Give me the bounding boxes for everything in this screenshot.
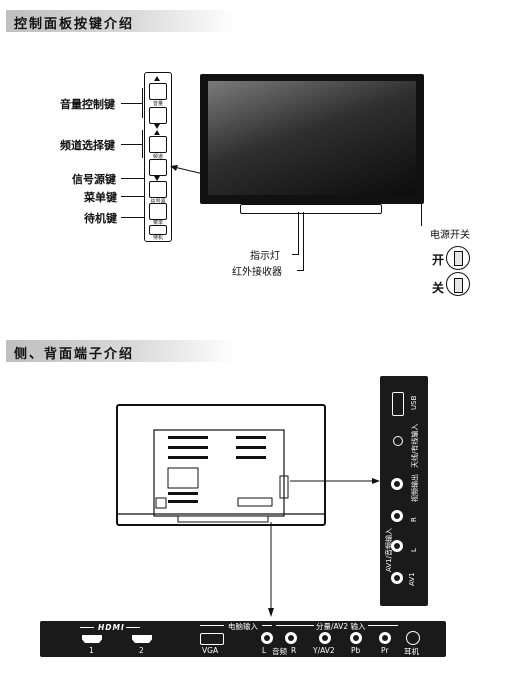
volume-key-text: 音量 — [152, 101, 163, 107]
leader-line — [121, 196, 144, 197]
audio-label: 音频 — [272, 647, 287, 656]
bracket-line — [142, 130, 143, 158]
control-panel: 音量 频道 信号源 菜单 待机 — [144, 72, 172, 242]
power-switch-off[interactable] — [446, 272, 470, 296]
pointer-arrow-icon — [290, 478, 380, 484]
menu-key-text: 菜单 — [152, 220, 163, 226]
audio-l-port[interactable] — [391, 540, 403, 552]
audio-r-label: R — [291, 646, 297, 655]
leader-line — [121, 217, 144, 218]
divider — [80, 627, 94, 628]
tv-stand — [240, 204, 382, 214]
hdmi2-port[interactable] — [132, 635, 152, 643]
leader-line — [303, 212, 304, 270]
section-header-ports: 侧、背面端子介绍 — [6, 340, 236, 362]
component-audio-l-port[interactable] — [261, 632, 273, 644]
tv-back-drawing — [118, 429, 324, 523]
divider — [262, 625, 272, 626]
channel-key-text: 频道 — [152, 154, 163, 160]
pc-input-label: 电脑输入 — [228, 622, 258, 631]
pb-label: Pb — [351, 646, 361, 655]
component-pr-port[interactable] — [379, 632, 391, 644]
leader-line — [121, 103, 143, 104]
arrow-down-icon — [154, 176, 160, 181]
standby-button[interactable] — [149, 225, 167, 235]
audio-r-port[interactable] — [391, 510, 403, 522]
arrow-down-icon — [154, 124, 160, 129]
section-title: 侧、背面端子介绍 — [14, 347, 135, 362]
video-out-label: 视频输出 — [411, 474, 419, 502]
usb-port[interactable] — [392, 392, 404, 416]
audio-l-label: L — [262, 646, 267, 655]
hdmi1-label: 1 — [89, 646, 94, 655]
av1-label: AV1 — [408, 572, 416, 586]
pointer-arrow-icon — [268, 522, 274, 617]
component-pb-port[interactable] — [350, 632, 362, 644]
av1-audio-label: AV1/音频输入 — [385, 528, 393, 572]
power-switch-on[interactable] — [446, 246, 470, 270]
divider — [276, 625, 314, 626]
arrow-up-icon — [154, 76, 160, 81]
yav2-label: Y/AV2 — [313, 646, 335, 655]
switch-off-label: 关 — [432, 281, 445, 295]
channel-down-button[interactable] — [149, 159, 167, 176]
leader-line — [297, 270, 304, 271]
vga-label: VGA — [202, 646, 219, 655]
channel-up-button[interactable] — [149, 136, 167, 153]
power-switch-label: 电源开关 — [430, 230, 470, 241]
pr-label: Pr — [381, 646, 389, 655]
switch-on-label: 开 — [432, 253, 445, 267]
hdmi2-label: 2 — [139, 646, 144, 655]
divider — [200, 625, 224, 626]
earphone-label: 耳机 — [404, 647, 419, 656]
section-title: 控制面板按键介绍 — [14, 17, 135, 32]
standby-key-text: 待机 — [152, 235, 163, 241]
component-input-label: 分量/AV2 输入 — [316, 622, 366, 631]
vga-port[interactable] — [200, 633, 224, 645]
divider — [368, 625, 398, 626]
source-key-label: 信号源键 — [72, 173, 116, 186]
menu-button[interactable] — [149, 203, 167, 220]
tv-back — [116, 404, 326, 526]
bottom-port-panel: HDMI 1 2 电脑输入 VGA 分量/AV2 输入 L 音频 R Y/AV2… — [40, 621, 446, 657]
component-y-port[interactable] — [319, 632, 331, 644]
arrow-up-icon — [154, 130, 160, 135]
leader-line — [421, 196, 422, 226]
antenna-port[interactable] — [393, 436, 403, 446]
av1-port[interactable] — [391, 572, 403, 584]
leader-line — [292, 254, 299, 255]
audio-r-label: R — [410, 517, 418, 522]
tv-front — [200, 74, 424, 204]
audio-l-label: L — [410, 548, 418, 552]
leader-line — [121, 144, 143, 145]
source-key-text: 信号源 — [150, 199, 166, 205]
component-audio-r-port[interactable] — [285, 632, 297, 644]
menu-key-label: 菜单键 — [84, 191, 117, 204]
volume-up-button[interactable] — [149, 83, 167, 100]
volume-down-button[interactable] — [149, 107, 167, 124]
channel-key-label: 频道选择键 — [60, 139, 115, 152]
hdmi1-port[interactable] — [82, 635, 102, 643]
leader-line — [298, 212, 299, 254]
video-out-port[interactable] — [391, 478, 403, 490]
divider — [126, 627, 140, 628]
standby-key-label: 待机键 — [84, 212, 117, 225]
indicator-label: 指示灯 — [250, 251, 280, 262]
section-header-control-panel: 控制面板按键介绍 — [6, 10, 236, 32]
bracket-line — [142, 88, 143, 118]
side-port-panel: USB 天线/有线输入 视频输出 R L AV1 AV1/音频输入 — [380, 376, 428, 606]
tv-screen — [208, 81, 416, 195]
hdmi-logo: HDMI — [98, 623, 125, 632]
source-button[interactable] — [149, 181, 167, 198]
usb-label: USB — [410, 395, 418, 410]
antenna-label: 天线/有线输入 — [411, 423, 419, 468]
earphone-port[interactable] — [406, 631, 420, 645]
volume-key-label: 音量控制键 — [60, 98, 115, 111]
ir-receiver-label: 红外接收器 — [232, 267, 282, 278]
leader-line — [121, 178, 144, 179]
